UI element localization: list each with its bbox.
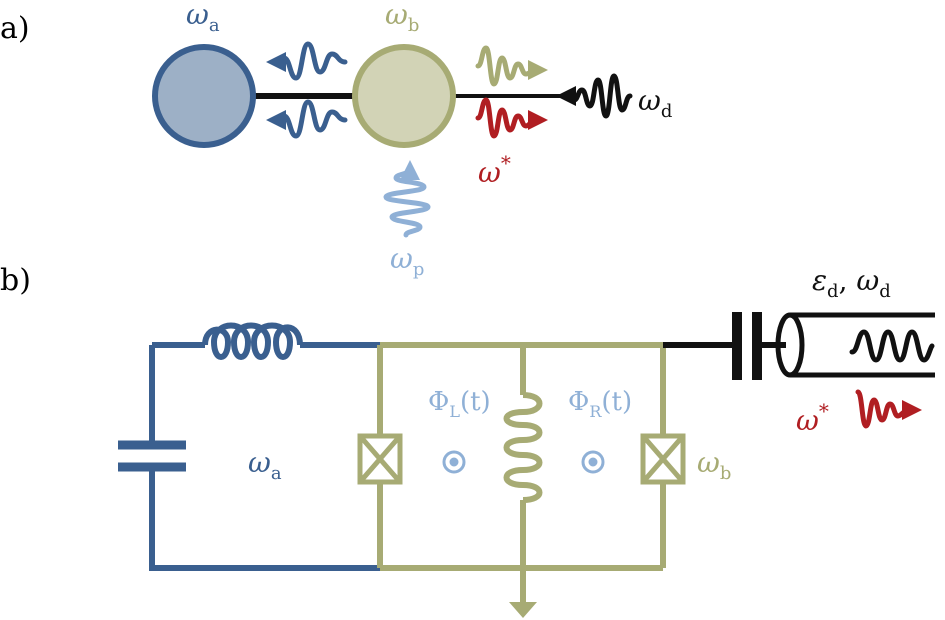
- inductor-a: [202, 322, 303, 360]
- wire-a-bottom: [149, 467, 380, 571]
- exchange-wave-upper: [266, 41, 348, 81]
- label-omega-d-top: ωd: [638, 84, 672, 122]
- label-omega-star-top: ω*: [478, 151, 511, 189]
- label-flux-left: ΦL(t): [428, 387, 491, 421]
- label-omega-star-circuit: ω*: [796, 399, 829, 437]
- label-drive-circuit: εd, ωd: [812, 264, 891, 302]
- label-flux-right: ΦR(t): [568, 387, 632, 421]
- output-wave-b: [475, 45, 548, 87]
- pump-wave: [383, 160, 431, 238]
- josephson-junction-left-icon: [357, 433, 403, 485]
- ground-icon: [509, 602, 537, 618]
- josephson-junction-right-icon: [640, 433, 686, 485]
- transmission-line: [775, 312, 935, 378]
- inductor-b: [503, 392, 543, 503]
- label-omega-b-circuit: ωb: [697, 446, 731, 484]
- flux-out-of-page-left-icon: [442, 450, 466, 474]
- label-omega-p: ωp: [390, 242, 424, 280]
- cavity-b: [352, 44, 456, 148]
- panel-a-label: a): [0, 11, 30, 46]
- drive-wave: [556, 73, 633, 119]
- cavity-a: [152, 44, 256, 148]
- output-wave-conversion: [475, 97, 548, 139]
- drive-wave-coax: [849, 329, 935, 363]
- label-omega-a-top: ωa: [186, 0, 220, 36]
- resonator-a-circuit: [118, 322, 380, 571]
- label-omega-b-top: ωb: [385, 0, 419, 36]
- output-wave-coax: [855, 389, 922, 429]
- exchange-wave-lower: [266, 99, 348, 139]
- resonator-b-circuit: [377, 342, 666, 610]
- label-omega-a-circuit: ωa: [248, 446, 282, 484]
- flux-out-of-page-right-icon: [581, 450, 605, 474]
- panel-b-label: b): [0, 263, 31, 298]
